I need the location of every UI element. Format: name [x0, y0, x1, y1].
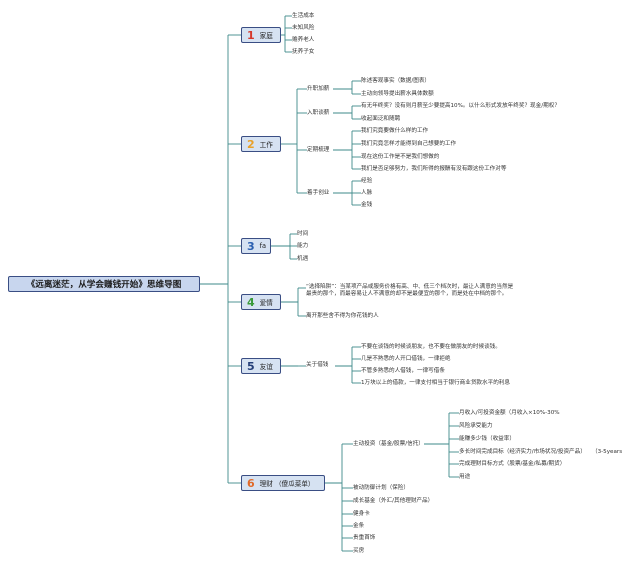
- leaf: 经验: [361, 178, 373, 184]
- branch-family[interactable]: 1 家庭: [241, 27, 281, 43]
- leaf: 健身卡: [353, 511, 370, 517]
- leaf: 多长时间完成目标（经济实力/市场状况/投资产品）: [459, 449, 586, 455]
- subgroup-label: 关于借钱: [306, 362, 329, 368]
- leaf: 离开那些舍不得为你花钱的人: [306, 313, 379, 319]
- branch-label: 工作: [259, 141, 273, 149]
- leaf: 有无年终奖？没有则月薪至少要提高10%。以什么形式发放年终奖？现金/期权？: [361, 103, 560, 109]
- branch-number: 1: [247, 28, 255, 42]
- leaf: 我们是否足够努力，我们所得的报酬有没有跟这份工作对等: [361, 166, 507, 172]
- leaf: 买房: [353, 548, 365, 554]
- branch-label: 友谊: [259, 363, 273, 371]
- leaf: 风险承受能力: [459, 423, 493, 429]
- leaf: 成长基金（外汇/其他理财产品）: [353, 498, 434, 504]
- branch-finance[interactable]: 6 理财 （傻瓜菜单）: [241, 475, 325, 491]
- leaf: 用途: [459, 474, 471, 480]
- branch-label: 爱情: [259, 299, 273, 307]
- branch-fa[interactable]: 3 fa: [241, 238, 271, 254]
- leaf: 能力: [297, 243, 309, 249]
- branch-label: 家庭: [259, 32, 273, 40]
- leaf: 贵重首饰: [353, 535, 376, 541]
- branch-number: 4: [247, 295, 255, 309]
- subgroup-label: 主动投资（基金/股票/信托）: [353, 441, 424, 447]
- leaf: 人脉: [361, 190, 373, 196]
- leaf: 金钱: [361, 202, 373, 208]
- mind-map-root: 《远离迷茫，从学会赚钱开始》思维导图: [8, 276, 200, 292]
- leaf: 能赚多少钱（收益率）: [459, 436, 515, 442]
- branch-love[interactable]: 4 爱情: [241, 294, 281, 310]
- leaf: 月收入/可投资金额（月收入×10%-30%: [459, 410, 560, 416]
- leaf: “选择陷阱”：当某项产品或服务价格有高、中、低三个档次时，最让人满意的当然是最贵…: [306, 284, 514, 297]
- leaf: 现在这份工作是不是我们想做的: [361, 154, 440, 160]
- leaf: 时间: [297, 231, 309, 237]
- leaf: 不要在谈钱的时候谈朋友，也不要在做朋友的时候谈钱。: [361, 344, 501, 350]
- leaf: 我们究竟要做什么样的工作: [361, 128, 429, 134]
- leaf: 几是不熟悉的人开口借钱，一律拒绝: [361, 356, 451, 362]
- leaf: 赡养老人: [292, 37, 315, 43]
- leaf: 机遇: [297, 256, 309, 262]
- leaf: 陈述客观事实（数据/图表）: [361, 78, 431, 84]
- leaf: 抚养子女: [292, 49, 315, 55]
- leaf-note: （3-5years: [592, 449, 623, 455]
- leaf: 被动防御计划（保险）: [353, 485, 409, 491]
- branch-work[interactable]: 2 工作: [241, 136, 281, 152]
- leaf: 主动向领导提出薪水具体数额: [361, 91, 434, 97]
- leaf: 1万块以上的借款，一律支付相当于银行商业贷款水平的利息: [361, 380, 510, 386]
- subgroup-label: 入职谈薪: [307, 110, 330, 116]
- branch-label: 理财 （傻瓜菜单）: [259, 480, 315, 488]
- leaf: 收起面泛和随聘: [361, 116, 401, 122]
- branch-friendship[interactable]: 5 友谊: [241, 358, 281, 374]
- branch-number: 5: [247, 359, 255, 373]
- leaf: 完成理财目标方式（股票/基金/私募/期货）: [459, 461, 566, 467]
- branch-number: 6: [247, 476, 255, 490]
- leaf: 金条: [353, 523, 365, 529]
- branch-number: 3: [247, 239, 255, 253]
- leaf: 未知风险: [292, 25, 315, 31]
- leaf: 我们究竟怎样才能得到自己想要的工作: [361, 141, 457, 147]
- subgroup-label: 升职加薪: [307, 86, 330, 92]
- branch-number: 2: [247, 137, 255, 151]
- subgroup-label: 着手创业: [307, 190, 330, 196]
- subgroup-label: 定期梳理: [307, 147, 330, 153]
- branch-label: fa: [259, 242, 267, 250]
- leaf: 不管多熟悉的人借钱，一律写借条: [361, 368, 445, 374]
- leaf: 生活成本: [292, 13, 315, 19]
